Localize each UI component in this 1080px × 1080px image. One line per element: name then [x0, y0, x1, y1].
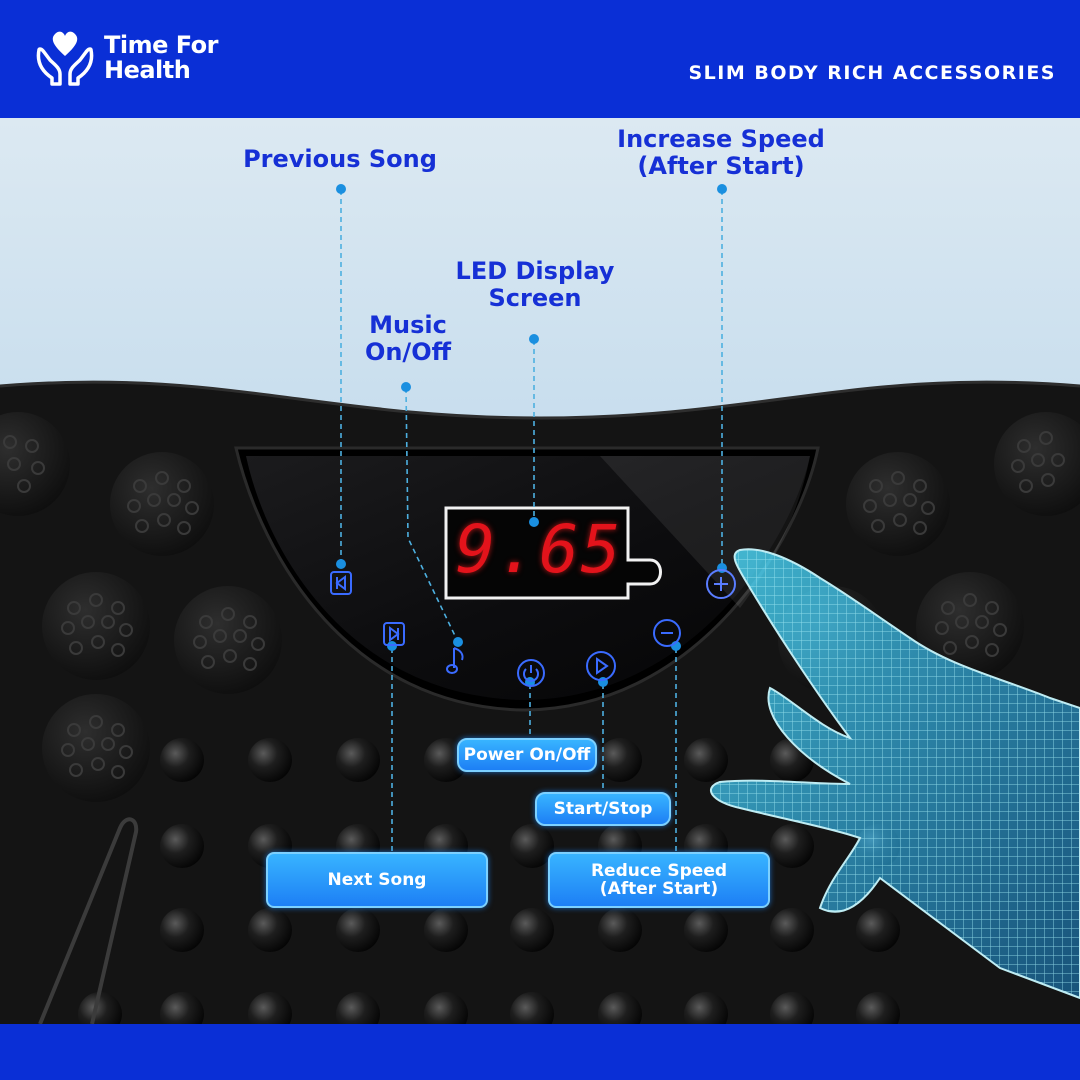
label-reduce-speed-line2: (After Start)	[599, 879, 719, 899]
label-increase-speed-line1: Increase Speed	[617, 125, 825, 153]
music-note-icon[interactable]	[446, 644, 468, 676]
label-reduce-speed-line1: Reduce Speed	[590, 861, 728, 881]
previous-song-icon[interactable]	[329, 570, 353, 596]
brand-logo[interactable]: Time For Health	[34, 30, 218, 86]
play-icon[interactable]	[585, 650, 617, 682]
label-power-on-off: Power On/Off	[457, 738, 597, 772]
next-song-icon[interactable]	[382, 621, 406, 647]
label-previous-song: Previous Song	[243, 145, 437, 173]
label-next-song: Next Song	[266, 852, 488, 908]
brand-name-line1: Time For	[104, 31, 218, 59]
led-readout: 9.65	[455, 511, 623, 588]
label-led-display-line2: Screen	[488, 284, 582, 312]
label-led-display: LED Display Screen	[430, 258, 640, 312]
header-bar: Time For Health SLIM BODY RICH ACCESSORI…	[0, 0, 1080, 118]
label-increase-speed-line2: (After Start)	[637, 152, 805, 180]
label-start-stop: Start/Stop	[535, 792, 671, 826]
hologram-hand	[709, 548, 1080, 1000]
led-display	[444, 506, 662, 600]
label-increase-speed: Increase Speed (After Start)	[590, 126, 852, 180]
label-led-display-line1: LED Display	[455, 257, 615, 285]
heart-hands-icon	[36, 31, 94, 86]
footer-bar	[0, 1024, 1080, 1080]
label-music-on-off: Music On/Off	[348, 312, 468, 366]
massage-pads-left	[0, 412, 282, 802]
brand-tagline: SLIM BODY RICH ACCESSORIES	[688, 62, 1056, 84]
callout-leader-lines	[340, 190, 723, 852]
product-photo: 9.65 Previous Song Increase Speed (After…	[0, 118, 1080, 1024]
label-music-line1: Music	[369, 311, 447, 339]
label-reduce-speed: Reduce Speed (After Start)	[548, 852, 770, 908]
label-music-line2: On/Off	[364, 338, 452, 366]
power-icon[interactable]	[516, 658, 546, 688]
minus-icon[interactable]	[652, 618, 682, 648]
plus-icon[interactable]	[705, 568, 737, 600]
brand-name-line2: Health	[104, 56, 191, 84]
